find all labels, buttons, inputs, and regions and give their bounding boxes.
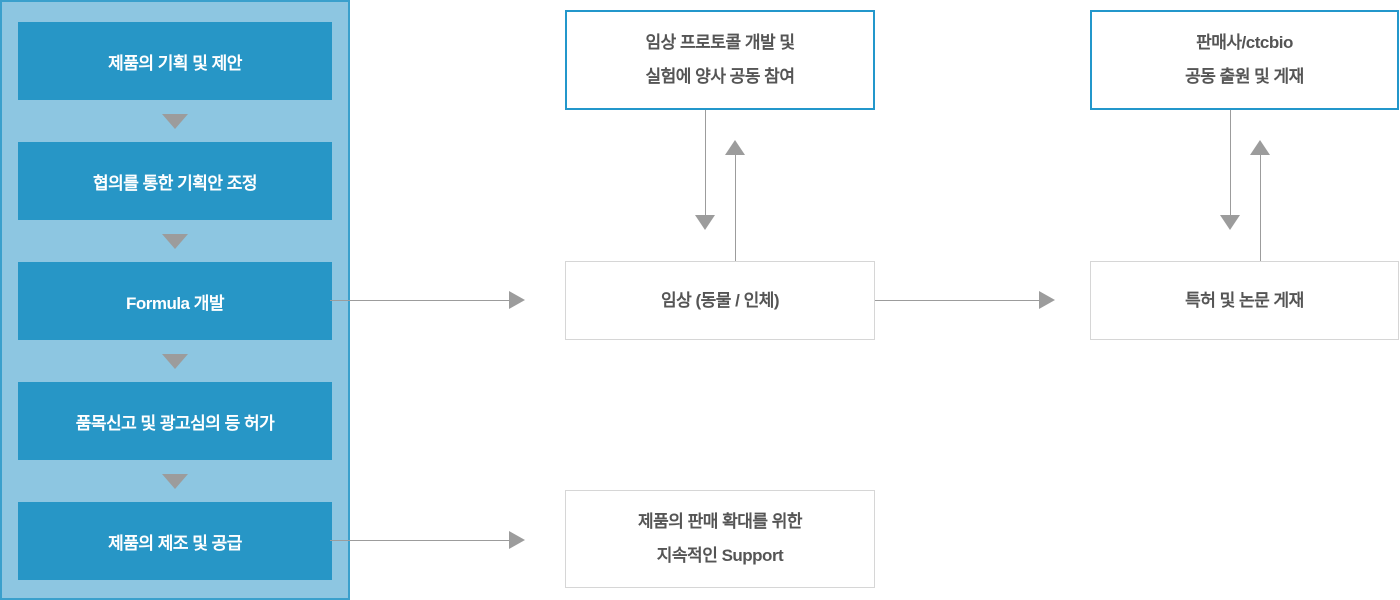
step-gap [18,220,332,262]
support-line-1: 제품의 판매 확대를 위한 [637,512,803,531]
clinical-protocol-box: 임상 프로토콜 개발 및 실험에 양사 공동 참여 [565,10,875,110]
arrow-down-icon [695,215,715,230]
arrow-right-icon [1039,291,1055,309]
arrow-line [330,300,509,301]
arrow-up-icon [725,140,745,155]
arrow-down-icon [162,113,188,129]
process-step-3: Formula 개발 [18,262,332,340]
process-panel: 제품의 기획 및 제안 협의를 통한 기획안 조정 Formula 개발 품목신… [0,0,350,600]
clinical-protocol-line-2: 실험에 양사 공동 참여 [645,67,795,86]
clinical-trial-box: 임상 (동물 / 인체) [565,261,875,340]
arrow-line [735,155,736,261]
joint-filing-line-1: 판매사/ctcbio [1196,33,1293,52]
arrow-down-icon [1220,215,1240,230]
process-step-4: 품목신고 및 광고심의 등 허가 [18,382,332,460]
arrow-down-icon [162,473,188,489]
process-step-1: 제품의 기획 및 제안 [18,22,332,100]
arrow-right-icon [509,291,525,309]
patent-paper-label: 특허 및 논문 게재 [1185,290,1304,310]
arrow-up-icon [1250,140,1270,155]
joint-filing-line-2: 공동 출원 및 게재 [1185,67,1304,86]
step-gap [18,340,332,382]
clinical-protocol-line-1: 임상 프로토콜 개발 및 [645,33,795,52]
support-box: 제품의 판매 확대를 위한 지속적인 Support [565,490,875,588]
arrow-line [705,110,706,215]
clinical-trial-label: 임상 (동물 / 인체) [660,290,780,310]
process-step-2: 협의를 통한 기획안 조정 [18,142,332,220]
arrow-down-icon [162,233,188,249]
arrow-line [1230,110,1231,215]
joint-filing-box: 판매사/ctcbio 공동 출원 및 게재 [1090,10,1399,110]
process-step-5: 제품의 제조 및 공급 [18,502,332,580]
arrow-down-icon [162,353,188,369]
arrow-right-icon [509,531,525,549]
step-gap [18,100,332,142]
arrow-line [1260,155,1261,261]
support-line-2: 지속적인 Support [656,546,784,565]
patent-paper-box: 특허 및 논문 게재 [1090,261,1399,340]
step-gap [18,460,332,502]
arrow-line [875,300,1039,301]
arrow-line [330,540,509,541]
